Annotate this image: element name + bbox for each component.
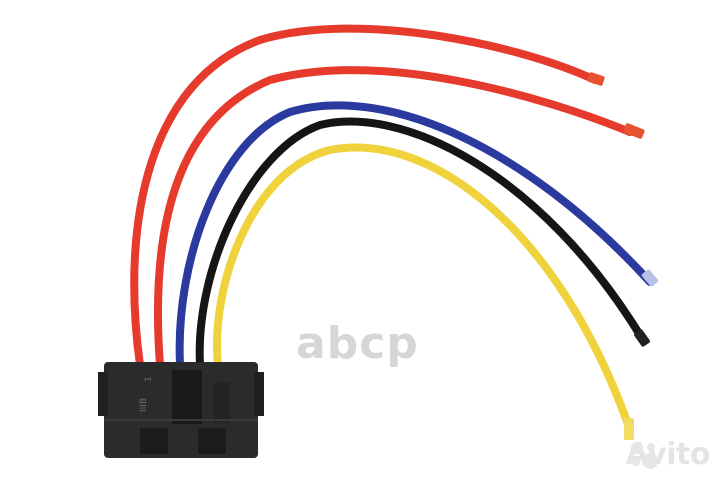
- abcp-watermark: аbcp: [296, 318, 419, 369]
- yellow-wire-tip: [624, 418, 634, 440]
- yellow-wire: [213, 143, 634, 434]
- black-wire-tip: [634, 329, 650, 347]
- avito-dots-icon: [630, 442, 658, 469]
- black-wire: [195, 117, 647, 369]
- blue-wire-tip: [641, 269, 659, 287]
- red-wire-2-tip: [623, 123, 645, 139]
- connector-marking: IIIB: [139, 398, 149, 412]
- red-wire-2: [154, 66, 634, 369]
- red-wire-1: [130, 24, 599, 369]
- connector-housing: IIIB 1: [98, 362, 264, 458]
- avito-label: Avito: [625, 437, 711, 472]
- wire-tips: [587, 72, 659, 440]
- blue-wire: [175, 101, 654, 369]
- red-wire-1-tip: [587, 72, 605, 86]
- avito-badge: Avito: [625, 437, 711, 472]
- connector-pin-number: 1: [144, 376, 154, 382]
